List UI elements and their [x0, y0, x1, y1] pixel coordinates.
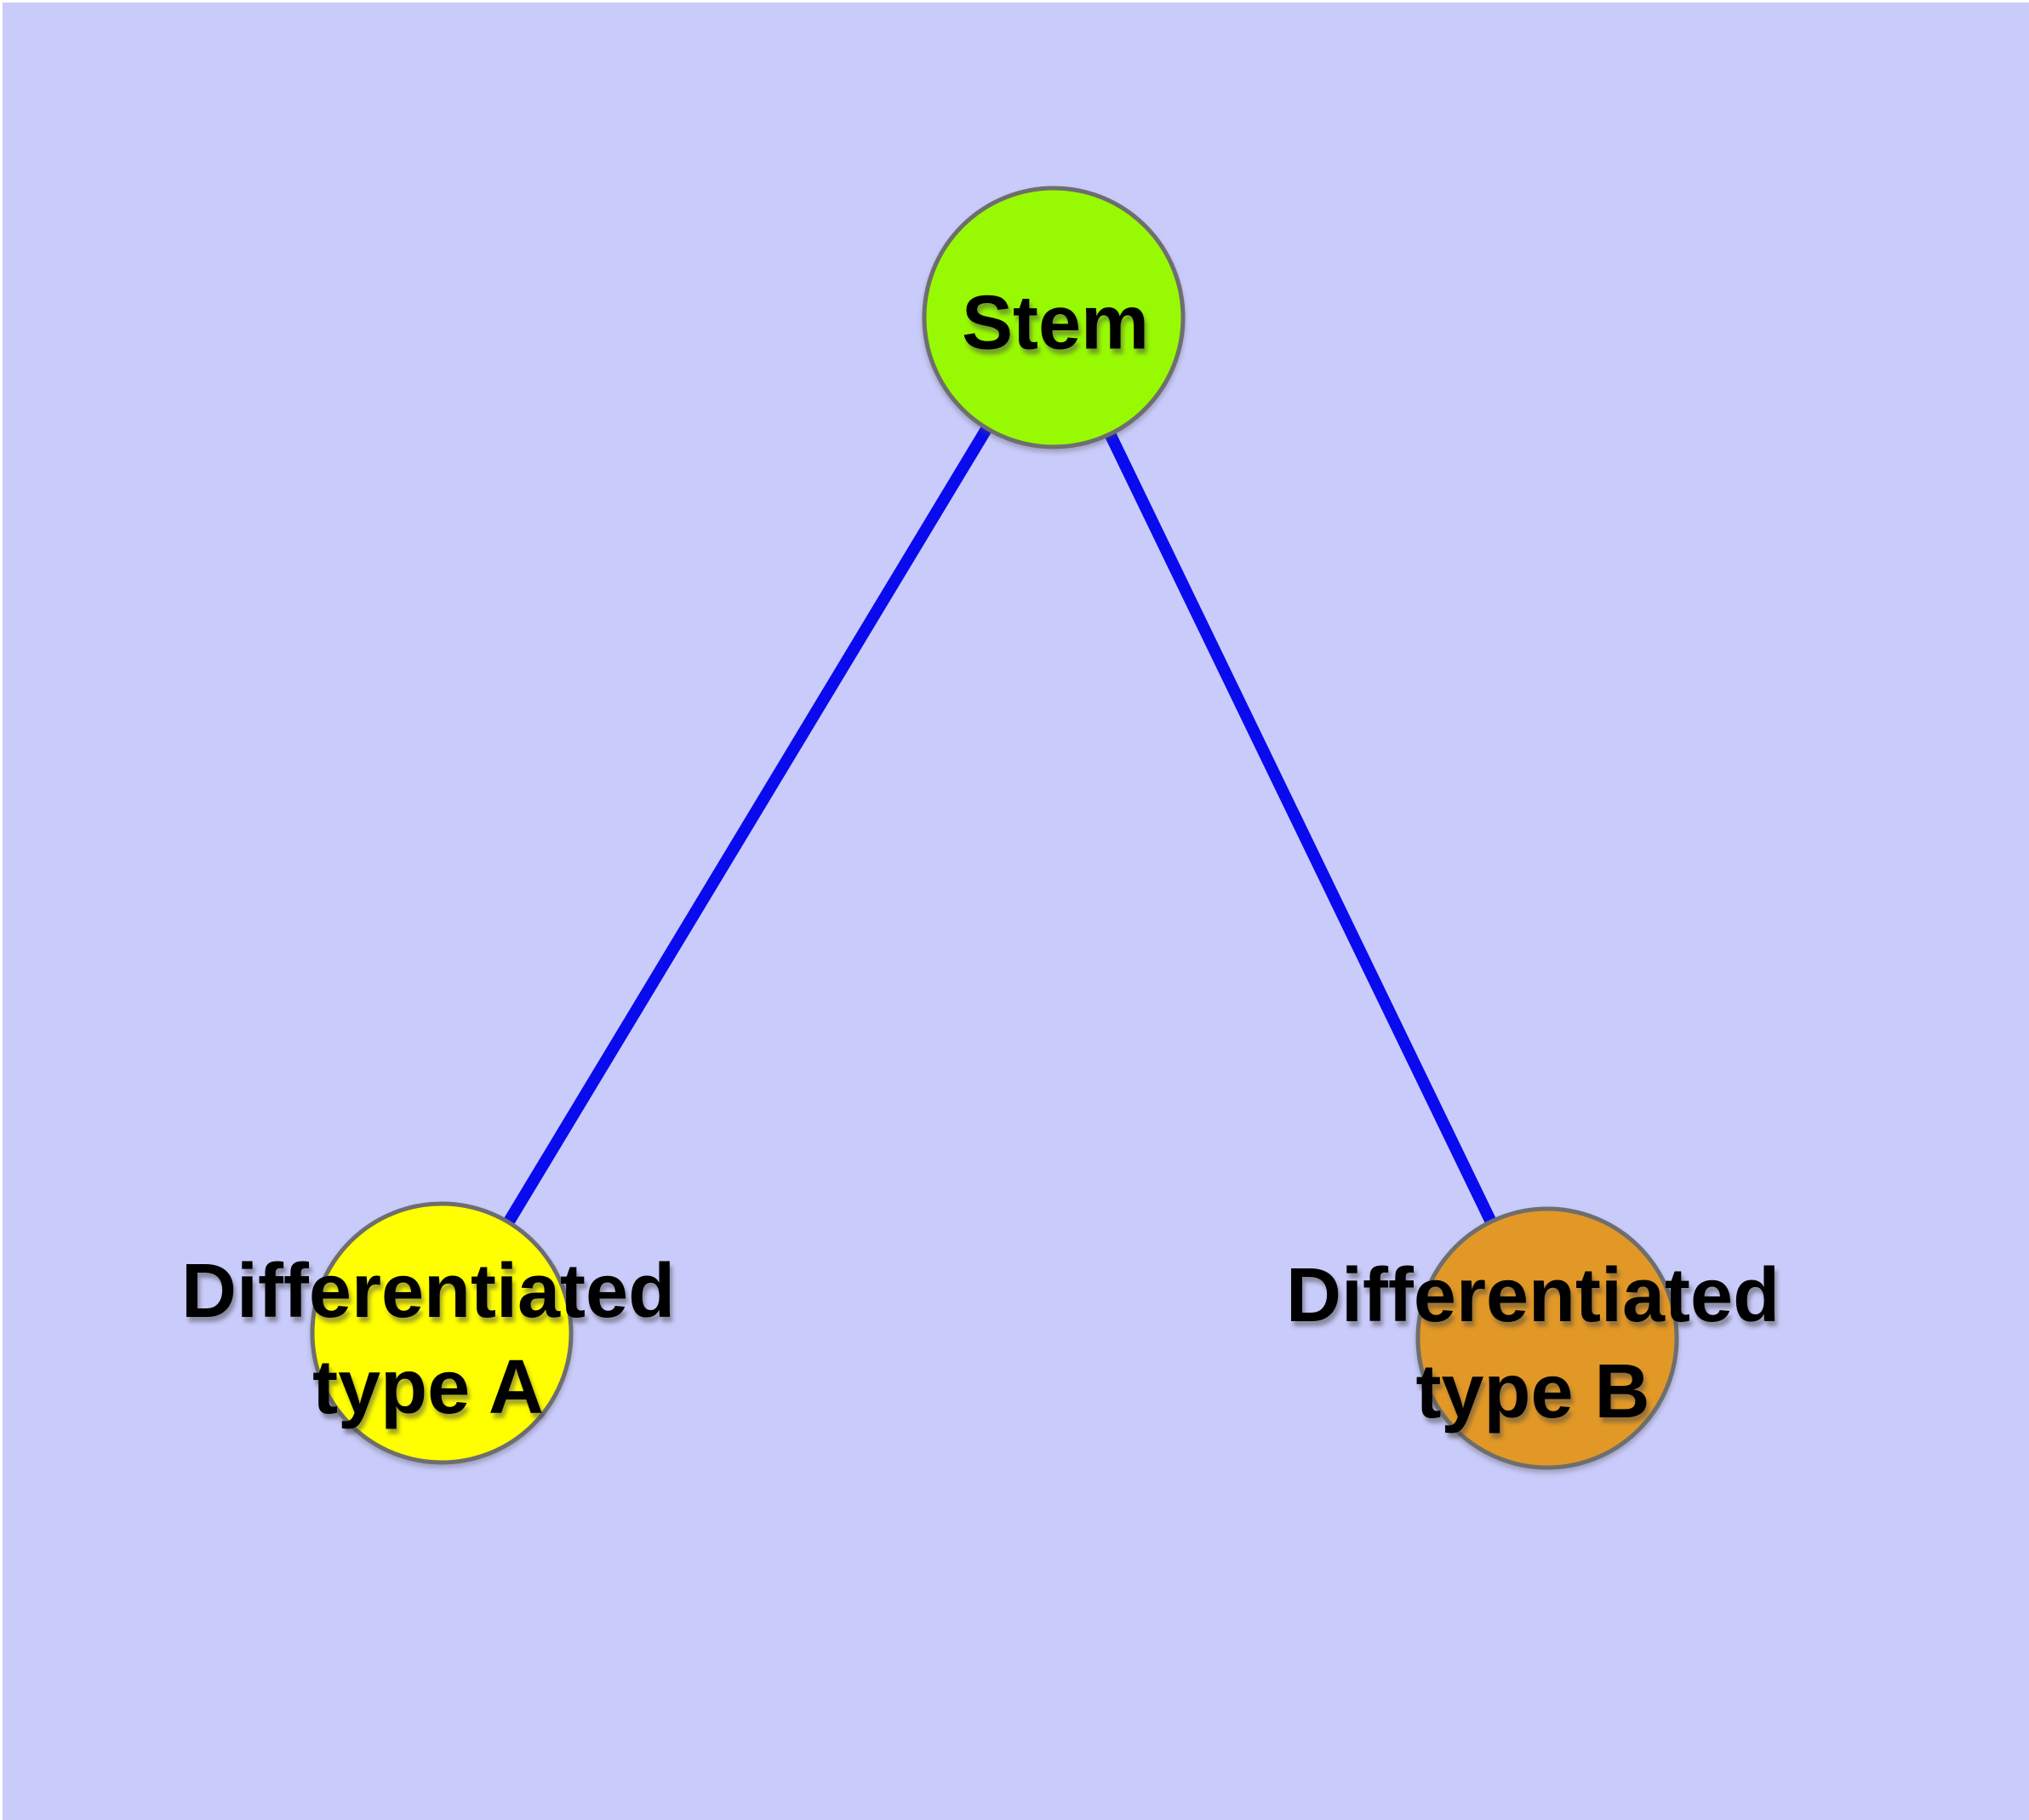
edge-stem-to-diff-b [1048, 314, 1553, 1342]
canvas-top-margin [0, 0, 2029, 3]
node-diff-b [1415, 1206, 1679, 1470]
node-diff-a [310, 1201, 574, 1465]
canvas-left-margin [0, 0, 3, 1820]
edge-stem-to-diff-a [437, 314, 1059, 1336]
node-stem [922, 186, 1186, 449]
